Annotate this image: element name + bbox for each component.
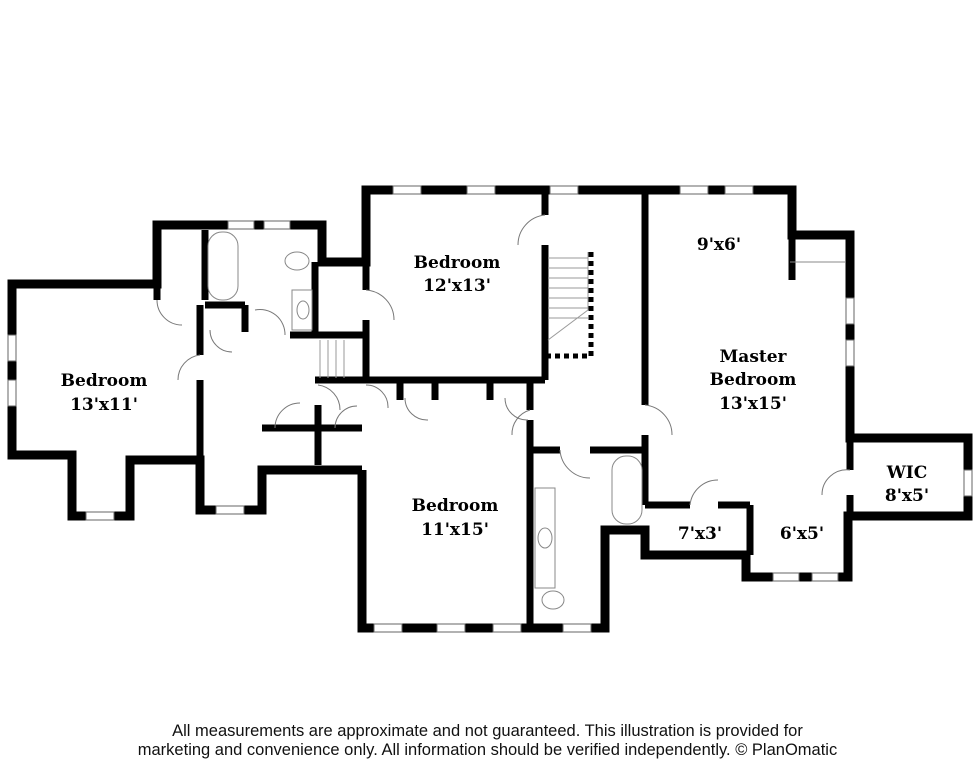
room-size: 13'x11' xyxy=(70,395,138,415)
windows xyxy=(7,185,973,633)
room-name: Master xyxy=(719,347,787,367)
bathtub-icon xyxy=(207,231,239,301)
room-size: 13'x15' xyxy=(719,394,787,414)
room-name: Bedroom xyxy=(412,496,499,516)
room-size: 9'x6' xyxy=(697,235,741,255)
room-size: 7'x3' xyxy=(678,524,722,544)
bathtub-icon xyxy=(611,455,643,525)
interior-walls xyxy=(153,190,854,628)
room-name: Bedroom xyxy=(414,253,501,273)
room-size: 8'x5' xyxy=(885,486,929,506)
disclaimer-line-1: All measurements are approximate and not… xyxy=(172,722,803,740)
door-swings xyxy=(156,214,851,506)
toilet-icon xyxy=(284,251,310,271)
disclaimer-line-2: marketing and convenience only. All info… xyxy=(137,741,838,759)
exterior-walls xyxy=(7,185,973,633)
disclaimer: All measurements are approximate and not… xyxy=(0,722,975,760)
toilet-icon xyxy=(541,590,565,610)
room-name: Bedroom xyxy=(61,371,148,391)
room-name: WIC xyxy=(886,463,928,483)
sink-icon xyxy=(291,289,313,331)
sink-icon xyxy=(534,487,556,589)
bath-fixtures xyxy=(207,231,845,610)
stairs xyxy=(319,252,589,378)
stair-railing xyxy=(548,252,594,359)
room-size: 6'x5' xyxy=(780,524,824,544)
room-size: 12'x13' xyxy=(423,276,491,296)
room-name: Bedroom xyxy=(710,370,797,390)
room-labels: Bedroom 13'x11' Bedroom 12'x13' Bedroom … xyxy=(61,235,929,544)
room-size: 11'x15' xyxy=(421,520,489,540)
